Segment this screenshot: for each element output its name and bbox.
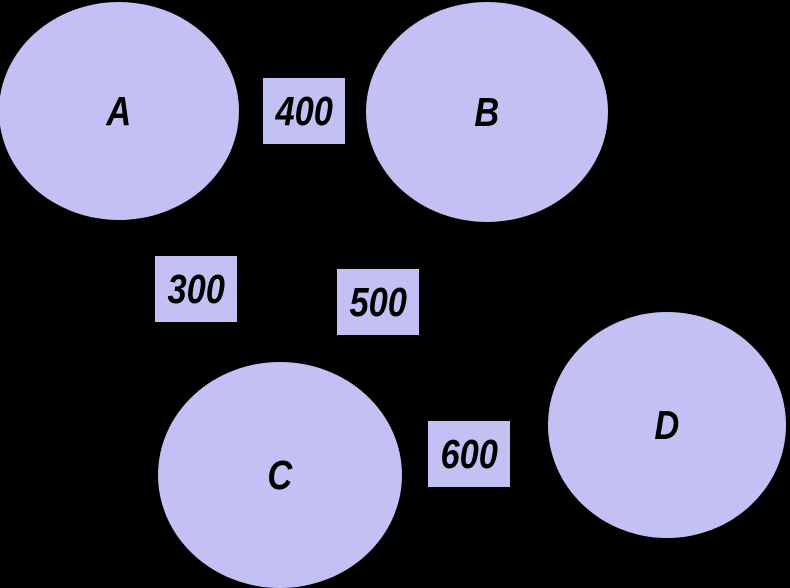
node-a-label: A xyxy=(106,87,132,134)
edge-c-d-weight-box: 600 xyxy=(428,421,510,487)
node-d-circle: D xyxy=(548,312,786,538)
edge-a-b-weight-box: 400 xyxy=(263,78,345,144)
edge-b-c-weight-box: 500 xyxy=(337,269,419,335)
edge-c-d-weight-label: 600 xyxy=(440,430,498,477)
node-b-label: B xyxy=(474,88,500,135)
node-b-circle: B xyxy=(366,2,608,222)
edge-a-c-weight-label: 300 xyxy=(167,265,225,312)
edge-a-b-weight-label: 400 xyxy=(275,87,333,134)
node-c-label: C xyxy=(267,451,293,498)
edge-a-c-weight-box: 300 xyxy=(155,256,237,322)
edge-b-c-weight-label: 500 xyxy=(349,278,407,325)
node-d-label: D xyxy=(654,401,680,448)
node-c-circle: C xyxy=(158,362,402,588)
node-a-circle: A xyxy=(0,2,239,220)
